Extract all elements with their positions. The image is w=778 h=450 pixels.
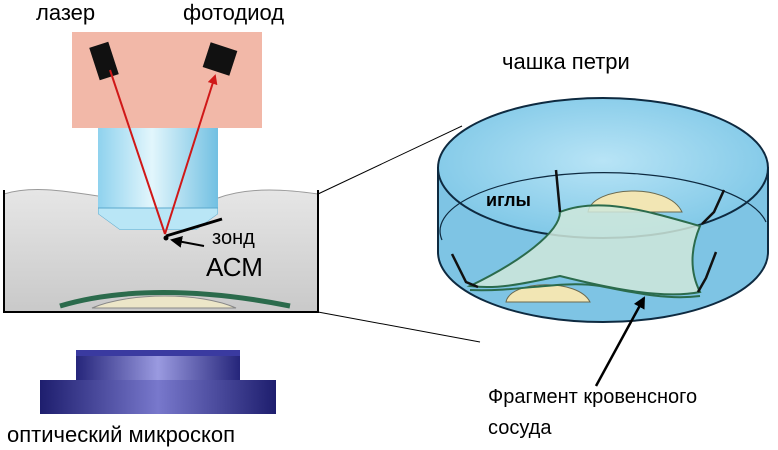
petri-dish-water-line xyxy=(439,172,767,241)
label-microscope: оптический микроскоп xyxy=(7,422,235,447)
microscope-base xyxy=(40,380,276,414)
medium-surface xyxy=(3,189,319,199)
microscope-ring xyxy=(76,350,240,356)
label-fragment-line1: Фрагмент кровенсного xyxy=(488,386,697,408)
needle-upper-left xyxy=(554,169,562,213)
sample-container xyxy=(3,190,319,313)
laser-beam-reflected xyxy=(164,74,218,235)
fragment-pointer-arrow xyxy=(594,296,646,387)
label-probe-line2: АСМ xyxy=(206,252,263,282)
probe-pointer-arrow xyxy=(170,235,205,248)
label-fragment-line2: сосуда xyxy=(488,417,552,439)
zoom-line-bottom xyxy=(317,311,481,343)
needle-left xyxy=(450,253,479,289)
needle-right xyxy=(696,251,718,293)
laser-beam-incident xyxy=(109,69,166,235)
vessel-fragment xyxy=(466,204,702,296)
afm-cantilever xyxy=(165,217,223,238)
vessel-fragment-edge xyxy=(469,283,701,299)
needle-upper-right xyxy=(701,189,726,225)
label-petri-dish: чашка петри xyxy=(502,49,630,74)
vessel-sample-left xyxy=(59,290,291,309)
label-laser: лазер xyxy=(36,0,95,25)
objective-body xyxy=(98,128,218,208)
label-photodiode: фотодиод xyxy=(183,0,284,25)
laser-emitter xyxy=(89,41,119,81)
zoom-line-top xyxy=(317,125,463,195)
label-probe-line1: зонд xyxy=(212,227,255,249)
medium-volume xyxy=(4,189,318,312)
afm-tip xyxy=(163,235,169,241)
label-needles: иглы xyxy=(486,190,531,210)
photodiode-detector xyxy=(202,42,238,76)
sample-support xyxy=(91,295,237,309)
